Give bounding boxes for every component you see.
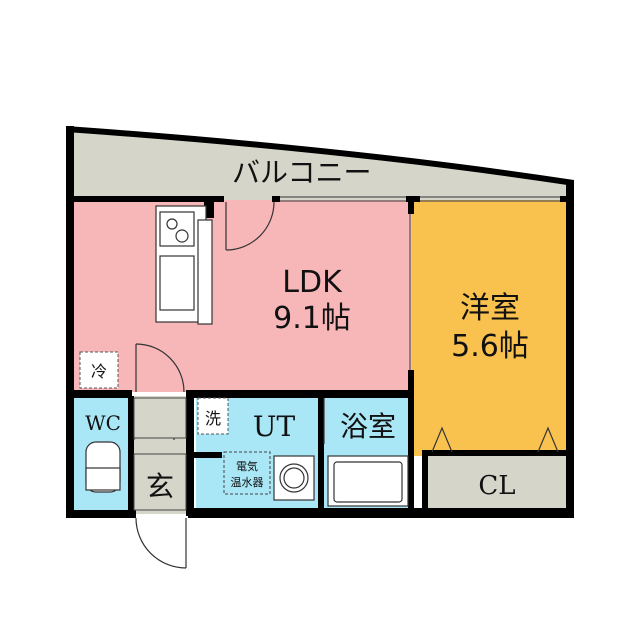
- toilet: [85, 441, 121, 493]
- balcony-label: バルコニー: [232, 156, 371, 189]
- wc-label: WC: [85, 411, 121, 435]
- washer-spot: [197, 397, 229, 435]
- ldk-area: [74, 200, 412, 392]
- closet-area: [428, 456, 570, 514]
- bathroom-label: 浴室: [340, 410, 396, 443]
- washer-label: 洗: [205, 409, 221, 428]
- western-room-size: 5.6帖: [451, 329, 529, 364]
- walls: [66, 126, 574, 518]
- windows: [280, 196, 560, 370]
- wash-basin: [273, 455, 315, 501]
- water-heater-line1: 電気: [236, 459, 258, 473]
- closet-doors: [431, 426, 559, 453]
- fridge-label: 冷: [91, 362, 107, 381]
- western-room-area: [412, 200, 570, 456]
- western-room-name: 洋室: [460, 291, 520, 326]
- bathtub: [327, 455, 409, 507]
- closet-label: CL: [478, 471, 515, 501]
- ldk-name: LDK: [282, 265, 343, 300]
- utility-label: UT: [253, 410, 296, 443]
- water-heater-box: [223, 451, 271, 495]
- fridge-spot: [79, 351, 119, 389]
- kitchen-counter: [155, 205, 213, 325]
- entrance-step: [133, 453, 187, 511]
- entrance-label: 玄: [146, 470, 174, 503]
- hall-floor: [133, 397, 187, 439]
- ldk-size: 9.1帖: [273, 301, 351, 336]
- water-heater-line2: 温水器: [231, 476, 264, 489]
- balcony-area: [70, 128, 570, 200]
